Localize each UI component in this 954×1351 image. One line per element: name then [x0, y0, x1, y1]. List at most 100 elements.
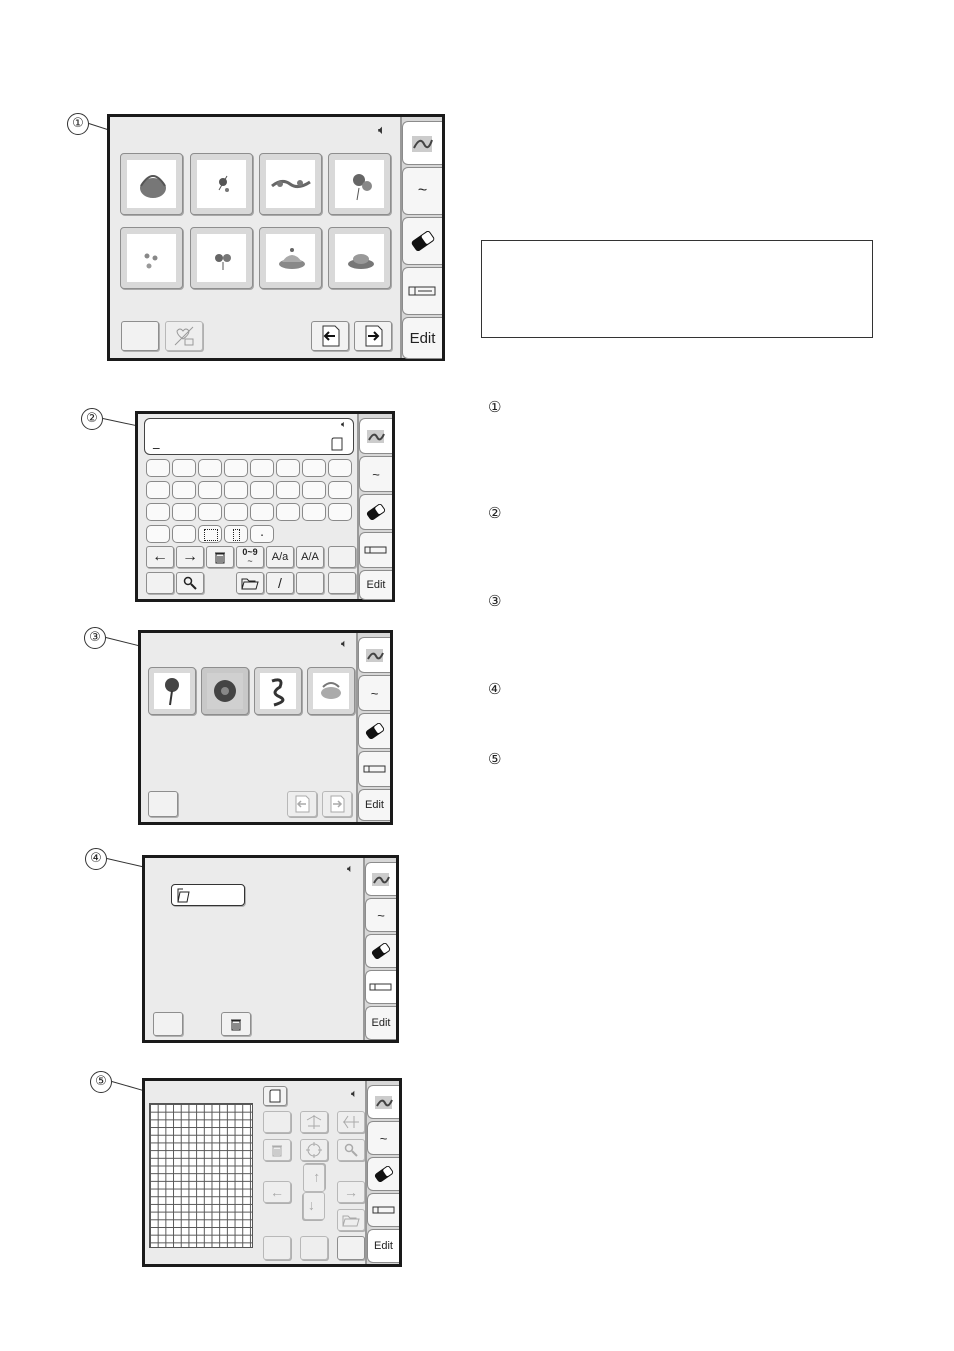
design-tile[interactable] — [254, 667, 302, 715]
speaker-icon[interactable]: 🔈︎ — [341, 420, 347, 430]
search-button[interactable] — [176, 572, 204, 594]
blank-button[interactable] — [328, 546, 356, 568]
keyboard-key[interactable] — [198, 503, 222, 521]
tab-stitches[interactable]: ~ — [358, 675, 390, 711]
open-folder-button[interactable] — [337, 1209, 365, 1231]
speaker-icon[interactable]: 🔈︎ — [341, 637, 348, 650]
blank-button[interactable] — [146, 572, 174, 594]
prev-page-button[interactable] — [311, 321, 349, 351]
blank-button[interactable] — [328, 572, 356, 594]
keyboard-key[interactable] — [146, 525, 170, 543]
tab-eraser[interactable] — [359, 494, 392, 530]
lowercase-mode-button[interactable]: A/a — [266, 546, 294, 568]
tab-eraser[interactable] — [365, 934, 396, 968]
keyboard-key[interactable] — [198, 481, 222, 499]
tab-usb[interactable] — [359, 532, 392, 568]
folder-button[interactable] — [171, 884, 245, 906]
tab-pictures[interactable] — [358, 637, 390, 673]
blank-button[interactable] — [263, 1111, 291, 1133]
design-tile[interactable] — [148, 667, 196, 715]
keyboard-key[interactable] — [172, 503, 196, 521]
design-tile[interactable] — [190, 153, 253, 215]
blank-button[interactable] — [337, 1236, 365, 1260]
tab-stitches[interactable]: ~ — [367, 1121, 399, 1155]
keyboard-key[interactable] — [276, 481, 300, 499]
design-tile[interactable] — [259, 227, 322, 289]
keyboard-key[interactable] — [250, 481, 274, 499]
blank-button[interactable] — [263, 1236, 291, 1260]
period-key[interactable]: . — [250, 525, 274, 543]
keyboard-key[interactable] — [146, 459, 170, 477]
favorite-button[interactable] — [165, 321, 203, 351]
tab-usb[interactable] — [402, 267, 442, 315]
space-key[interactable] — [198, 525, 222, 543]
speaker-icon[interactable]: 🔈︎ — [351, 1087, 358, 1100]
blank-button[interactable] — [153, 1012, 183, 1036]
tab-pictures[interactable] — [402, 121, 442, 165]
mirror-vertical-button[interactable] — [300, 1111, 328, 1133]
design-tile[interactable] — [328, 153, 391, 215]
design-tile[interactable] — [120, 153, 183, 215]
tab-edit[interactable]: Edit — [402, 317, 442, 359]
tab-eraser[interactable] — [402, 217, 442, 265]
design-tile[interactable] — [190, 227, 253, 289]
keyboard-key[interactable] — [224, 503, 248, 521]
keyboard-key[interactable] — [172, 525, 196, 543]
blank-button[interactable] — [148, 791, 178, 817]
blank-button[interactable] — [121, 321, 159, 351]
keyboard-key[interactable] — [250, 459, 274, 477]
tab-pictures[interactable] — [367, 1085, 399, 1119]
tab-stitches[interactable]: ~ — [402, 167, 442, 215]
keyboard-key[interactable] — [224, 481, 248, 499]
slash-button[interactable]: / — [266, 572, 294, 594]
speaker-icon[interactable]: 🔈︎ — [347, 862, 354, 875]
keyboard-key[interactable] — [302, 459, 326, 477]
move-right-button[interactable]: → — [337, 1181, 365, 1203]
keyboard-key[interactable] — [224, 459, 248, 477]
narrow-space-key[interactable] — [224, 525, 248, 543]
keyboard-key[interactable] — [250, 503, 274, 521]
keyboard-key[interactable] — [328, 481, 352, 499]
keyboard-key[interactable] — [276, 459, 300, 477]
tab-pictures[interactable] — [359, 418, 392, 454]
keyboard-key[interactable] — [328, 503, 352, 521]
open-folder-button[interactable] — [236, 572, 264, 594]
keyboard-key[interactable] — [328, 459, 352, 477]
tab-pictures[interactable] — [365, 862, 396, 896]
delete-button[interactable] — [263, 1139, 291, 1161]
search-button[interactable] — [337, 1139, 365, 1161]
keyboard-key[interactable] — [302, 481, 326, 499]
blank-button[interactable] — [300, 1236, 328, 1260]
tab-eraser[interactable] — [367, 1157, 399, 1191]
move-up-button[interactable]: → — [303, 1164, 325, 1192]
cursor-left-button[interactable]: ← — [146, 546, 174, 568]
tab-edit[interactable]: Edit — [358, 789, 390, 821]
keyboard-key[interactable] — [146, 481, 170, 499]
tab-edit[interactable]: Edit — [365, 1006, 396, 1040]
delete-button[interactable] — [221, 1012, 251, 1036]
numeric-mode-button[interactable]: 0~9~ — [236, 546, 264, 568]
design-tile[interactable] — [120, 227, 183, 289]
keyboard-key[interactable] — [302, 503, 326, 521]
uppercase-mode-button[interactable]: A/A — [296, 546, 324, 568]
tab-usb[interactable] — [365, 970, 396, 1004]
mirror-horizontal-button[interactable] — [337, 1111, 365, 1133]
tab-eraser[interactable] — [358, 713, 390, 749]
tab-stitches[interactable]: ~ — [365, 898, 396, 932]
rotate-button[interactable] — [300, 1139, 328, 1161]
speaker-icon[interactable]: 🔈︎ — [378, 123, 386, 138]
keyboard-key[interactable] — [198, 459, 222, 477]
file-button[interactable] — [263, 1086, 287, 1106]
tab-edit[interactable]: Edit — [359, 570, 392, 600]
stitch-grid[interactable] — [149, 1103, 253, 1248]
move-left-button[interactable]: ← — [263, 1181, 291, 1203]
design-tile[interactable] — [201, 667, 249, 715]
next-page-button[interactable] — [354, 321, 392, 351]
design-tile[interactable] — [328, 227, 391, 289]
next-page-button[interactable] — [322, 791, 352, 817]
prev-page-button[interactable] — [287, 791, 317, 817]
tab-usb[interactable] — [367, 1193, 399, 1227]
text-input-field[interactable]: _ 🔈︎ — [144, 418, 354, 455]
blank-button[interactable] — [296, 572, 324, 594]
tab-edit[interactable]: Edit — [367, 1229, 399, 1263]
